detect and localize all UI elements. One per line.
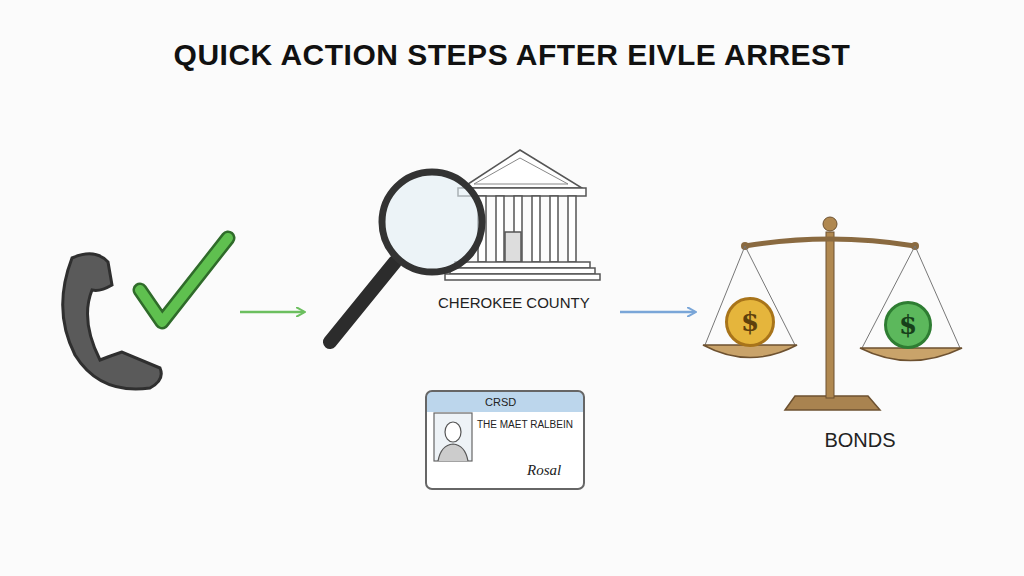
title: QUICK ACTION STEPS AFTER EIVLE ARREST (0, 38, 1024, 72)
scales-node: BONDS $ $ (695, 210, 965, 455)
dollar-sign: $ (899, 312, 917, 338)
step-arrow (620, 311, 695, 314)
card-photo (433, 412, 473, 462)
courthouse-node: CHEROKEE COUNTY (320, 145, 620, 360)
scales (703, 217, 962, 410)
step-arrow (240, 311, 304, 314)
check-mark (140, 238, 228, 322)
magnifier-handle (330, 262, 395, 342)
magnifier-lens (382, 172, 482, 272)
card-name: THE MAET RALBEIN (477, 419, 573, 430)
dollar-sign: $ (741, 309, 759, 335)
green-coin: $ (884, 301, 932, 349)
bonds-label: BONDS (810, 429, 910, 452)
card-heading: CRSD (485, 396, 516, 408)
gold-coin: $ (725, 297, 775, 347)
check-mark-fill (140, 238, 228, 322)
card-signature: Rosal (527, 462, 561, 479)
phone-icon (63, 254, 162, 389)
county-label: CHEROKEE COUNTY (438, 294, 590, 311)
